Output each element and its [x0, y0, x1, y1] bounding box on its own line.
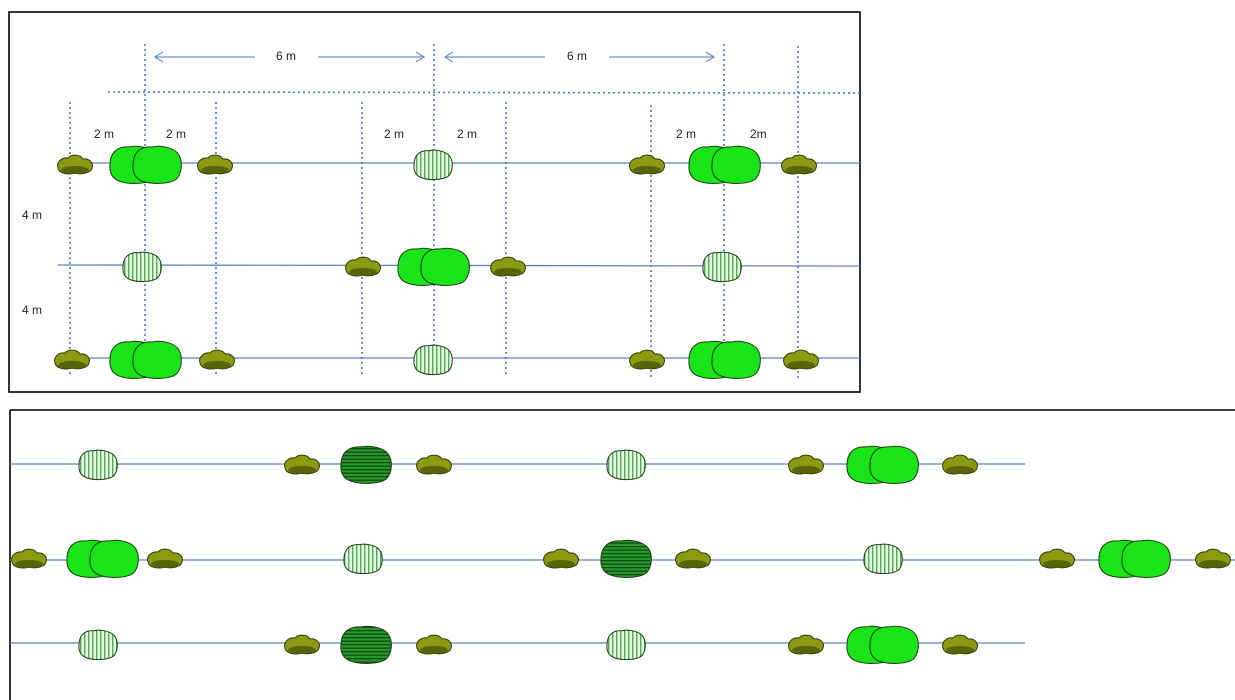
vertical-striped-tree-symbol [606, 449, 646, 481]
shrub-symbol [942, 454, 978, 475]
dimension-arrow-right [443, 51, 716, 63]
vertical-striped-tree-symbol [413, 344, 453, 376]
shrub-symbol [629, 154, 665, 175]
vertical-striped-tree-symbol [606, 629, 646, 661]
double-tree-symbol [66, 539, 139, 578]
label-4m-upper: 4 m [22, 208, 42, 222]
detail-layout-panel: 6 m 6 m 2 m 2 m 2 m 2 m 2 m 2m 4 m 4 m [8, 11, 861, 393]
double-tree-symbol [1098, 539, 1171, 578]
shrub-symbol [788, 634, 824, 655]
shrub-symbol [54, 349, 90, 370]
full-plants [11, 445, 1231, 664]
vertical-striped-tree-symbol [413, 149, 453, 181]
shrub-symbol [11, 548, 47, 569]
horizontal-striped-tree-symbol [340, 625, 392, 664]
label-2m-1: 2 m [94, 127, 114, 141]
vertical-striped-tree-symbol [863, 543, 903, 575]
label-4m-lower: 4 m [22, 303, 42, 317]
shrub-symbol [345, 256, 381, 277]
shrub-symbol [284, 454, 320, 475]
double-tree-symbol [846, 445, 919, 484]
vertical-striped-tree-symbol [78, 629, 118, 661]
shrub-symbol [1039, 548, 1075, 569]
shrub-symbol [1195, 548, 1231, 569]
shrub-symbol [781, 154, 817, 175]
horizontal-striped-tree-symbol [340, 445, 392, 484]
label-2m-5: 2 m [676, 127, 696, 141]
shrub-symbol [783, 349, 819, 370]
double-tree-symbol [846, 625, 919, 664]
label-2m-6: 2m [750, 127, 767, 141]
shrub-symbol [490, 256, 526, 277]
shrub-symbol [416, 454, 452, 475]
shrub-symbol [629, 349, 665, 370]
shrub-symbol [942, 634, 978, 655]
dimension-arrow-left [153, 51, 426, 63]
horizontal-striped-tree-symbol [600, 539, 652, 578]
shrub-symbol [788, 454, 824, 475]
double-tree-symbol [397, 247, 470, 286]
vertical-striped-tree-symbol [78, 449, 118, 481]
label-2m-2: 2 m [166, 127, 186, 141]
label-6m-left: 6 m [276, 49, 296, 63]
shrub-symbol [284, 634, 320, 655]
label-6m-right: 6 m [567, 49, 587, 63]
shrub-symbol [57, 154, 93, 175]
shrub-symbol [147, 548, 183, 569]
detail-guide-horizontal [107, 91, 861, 94]
detail-panel-border [8, 11, 861, 393]
label-2m-3: 2 m [384, 127, 404, 141]
vertical-striped-tree-symbol [343, 543, 383, 575]
label-2m-4: 2 m [457, 127, 477, 141]
double-tree-symbol [109, 145, 182, 184]
vertical-striped-tree-symbol [122, 251, 162, 283]
shrub-symbol [197, 154, 233, 175]
detail-plants [54, 145, 819, 379]
shrub-symbol [675, 548, 711, 569]
shrub-symbol [199, 349, 235, 370]
shrub-symbol [543, 548, 579, 569]
double-tree-symbol [109, 340, 182, 379]
shrub-symbol [416, 634, 452, 655]
vertical-striped-tree-symbol [702, 251, 742, 283]
double-tree-symbol [688, 145, 761, 184]
full-layout-panel [9, 409, 1235, 700]
double-tree-symbol [688, 340, 761, 379]
